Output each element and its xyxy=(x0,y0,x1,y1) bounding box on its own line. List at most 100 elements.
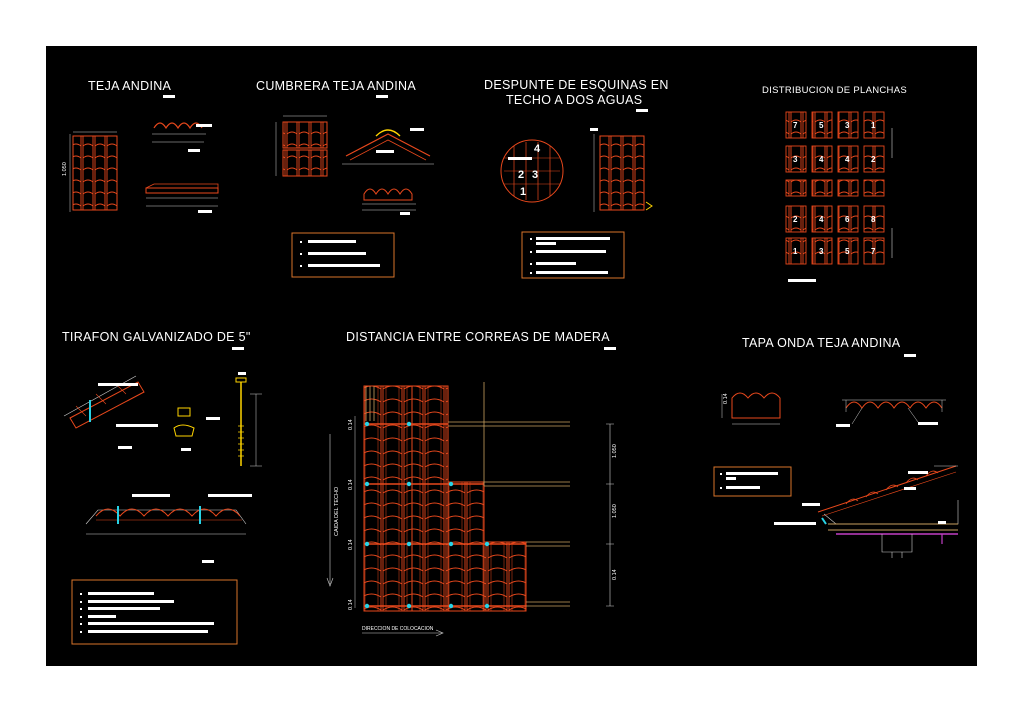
title-distribucion: DISTRIBUCION DE PLANCHAS xyxy=(762,85,907,96)
tile-sheet xyxy=(811,111,833,139)
tapa-onda-section: TAPA ONDA TEJA ANDINA 0.14 xyxy=(713,336,959,558)
fastener-point xyxy=(406,481,412,487)
tile-sheet xyxy=(785,179,807,197)
tile-sheet xyxy=(811,205,833,233)
tile-sheet xyxy=(811,237,833,265)
note-box-icon xyxy=(71,579,238,645)
overlap-label: 0.14 xyxy=(348,599,354,610)
lag-screw-icon xyxy=(235,372,262,467)
cumbrera-section: CUMBRERA TEJA ANDINA xyxy=(256,79,434,278)
tile-sheet xyxy=(863,145,885,173)
fastener-points xyxy=(364,421,490,609)
ridge-front-view xyxy=(362,188,416,215)
sheet-number: 7 xyxy=(793,121,798,130)
piece-number: 4 xyxy=(534,143,541,155)
fastener-point xyxy=(406,603,412,609)
tile-sheet xyxy=(863,205,885,233)
tile-sheet xyxy=(863,111,885,139)
sheet-number: 2 xyxy=(793,215,798,224)
fastener-point xyxy=(484,541,490,547)
teja-andina-section: TEJA ANDINA 1.050 xyxy=(62,79,219,213)
piece-number: 1 xyxy=(520,186,526,198)
sheet-number: 4 xyxy=(845,155,850,164)
note-box-icon xyxy=(291,232,395,278)
dim-label: 0.14 xyxy=(723,393,729,404)
ridge-section-view xyxy=(342,128,434,165)
tile-sheet xyxy=(863,237,885,265)
note-box-icon xyxy=(521,231,625,279)
title-despunte-1: DESPUNTE DE ESQUINAS EN xyxy=(484,78,669,92)
tile-sheet xyxy=(837,111,859,139)
purlin-spacing-label: 0.14 xyxy=(612,569,618,580)
fastener-point xyxy=(406,421,412,427)
fastener-point xyxy=(406,541,412,547)
tile-sheet xyxy=(837,145,859,173)
tirafon-section: TIRAFON GALVANIZADO DE 5" xyxy=(62,330,262,645)
fastener-point xyxy=(364,541,370,547)
scale-mark xyxy=(788,279,816,282)
sheet-number: 1 xyxy=(793,247,798,256)
tile-sheet xyxy=(811,145,833,173)
tile-sheet xyxy=(785,237,807,265)
tile-sheet xyxy=(837,179,859,197)
cad-drawing-sheet: TEJA ANDINA 1.050 CUMBRERA TEJA ANDINA xyxy=(46,46,977,666)
sheet-number: 8 xyxy=(871,215,876,224)
caida-label: CAIDA DEL TECHO xyxy=(334,486,340,536)
direccion-label: DIRECCION DE COLOCACION xyxy=(362,626,434,632)
tile-profile-top xyxy=(152,122,212,152)
cad-canvas: TEJA ANDINA 1.050 CUMBRERA TEJA ANDINA xyxy=(62,78,959,645)
title-teja-andina: TEJA ANDINA xyxy=(88,79,172,93)
screw-on-tile-section xyxy=(85,494,252,563)
purlin-dimensions: 1.050 1.050 0.14 xyxy=(606,423,618,607)
overlap-label: 0.14 xyxy=(348,479,354,490)
sheet-number: 3 xyxy=(793,155,798,164)
gable-tile-sheet xyxy=(590,128,653,212)
tile-sheet xyxy=(837,205,859,233)
tile-sheet xyxy=(863,179,885,197)
eave-section-detail xyxy=(774,465,959,558)
piece-number: 2 xyxy=(518,169,524,181)
scale-mark xyxy=(636,109,648,112)
title-distancia: DISTANCIA ENTRE CORREAS DE MADERA xyxy=(346,330,610,344)
purlin-spacing-label: 1.050 xyxy=(612,504,618,518)
title-tirafon: TIRAFON GALVANIZADO DE 5" xyxy=(62,330,251,344)
overlap-dimensions: 0.14 0.14 0.14 0.14 xyxy=(348,416,356,610)
sheet-number: 3 xyxy=(819,247,824,256)
tile-layout-plan xyxy=(363,385,527,612)
scale-mark xyxy=(604,347,616,350)
closure-piece-front: 0.14 xyxy=(721,392,781,425)
fastener-point xyxy=(448,603,454,609)
ridge-tile-icon xyxy=(275,115,328,177)
tile-sheet xyxy=(785,145,807,173)
tile-sheet xyxy=(785,111,807,139)
despunte-section: DESPUNTE DE ESQUINAS EN TECHO A DOS AGUA… xyxy=(484,78,669,279)
overlap-label: 0.14 xyxy=(348,419,354,430)
sheet-number: 4 xyxy=(819,155,824,164)
sheet-number: 1 xyxy=(871,121,876,130)
tile-sheet xyxy=(785,205,807,233)
piece-number: 3 xyxy=(532,169,538,181)
scale-mark xyxy=(376,95,388,98)
fastener-point xyxy=(364,603,370,609)
title-cumbrera: CUMBRERA TEJA ANDINA xyxy=(256,79,416,93)
wood-purlins xyxy=(365,382,570,607)
washer-detail xyxy=(173,407,220,451)
sheet-number: 3 xyxy=(845,121,850,130)
sheet-number: 5 xyxy=(819,121,824,130)
closure-piece-profile xyxy=(836,399,946,427)
tile-sheet xyxy=(837,237,859,265)
dim-label: 1.050 xyxy=(62,162,68,176)
title-despunte-2: TECHO A DOS AGUAS xyxy=(506,93,642,107)
tile-sheet xyxy=(811,179,833,197)
sheet-number: 5 xyxy=(845,247,850,256)
scale-mark xyxy=(904,354,916,357)
direction-arrow: DIRECCION DE COLOCACION xyxy=(362,626,444,637)
purlin-spacing-label: 1.050 xyxy=(612,444,618,458)
andean-tile-icon xyxy=(69,131,118,212)
sheet-number: 7 xyxy=(871,247,876,256)
fastener-point xyxy=(364,481,370,487)
note-box-icon xyxy=(713,466,792,497)
fastener-point xyxy=(448,541,454,547)
